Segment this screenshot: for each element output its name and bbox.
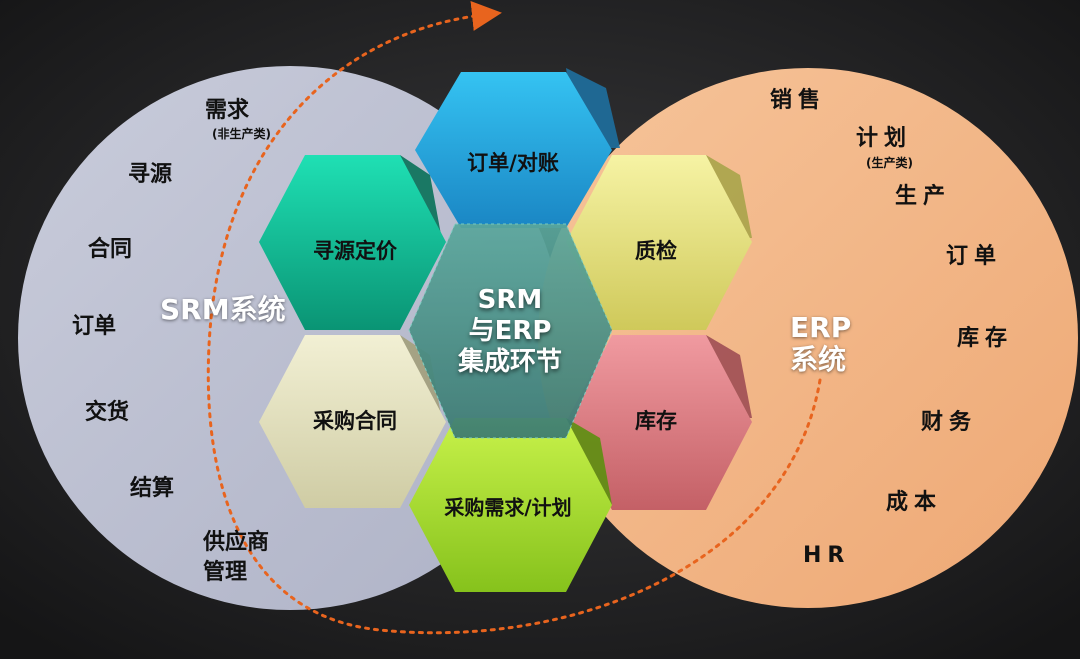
hexagon-group (259, 68, 752, 592)
hex-label-quality-check: 质检 (635, 239, 677, 263)
srm-item-delivery: 交货 (85, 400, 130, 425)
erp-item-cost: 成本 (886, 490, 943, 515)
erp-item-production: 生产 (895, 184, 952, 209)
hex-label-purchase-contract: 采购合同 (313, 409, 397, 433)
srm-item-order: 订单 (72, 314, 117, 339)
srm-item-contract: 合同 (88, 237, 133, 262)
hex-purchase-plan (409, 418, 612, 592)
erp-title-line2: 系统 (790, 343, 847, 377)
srm-title: SRM系统 (160, 293, 286, 326)
srm-item-demand-note: (非生产类) (212, 127, 271, 141)
srm-item-sourcing: 寻源 (128, 162, 173, 187)
hex-quality-check (566, 155, 752, 330)
erp-item-planning-note: (生产类) (866, 156, 913, 170)
erp-item-inventory: 库存 (957, 326, 1014, 351)
erp-item-finance: 财务 (921, 410, 978, 435)
hex-order-reconcile (415, 72, 612, 228)
hex-label-inventory: 库存 (635, 409, 677, 433)
srm-item-demand: 需求 (205, 98, 250, 123)
orbit-arrow (206, 1, 822, 635)
srm-item-settlement: 结算 (130, 476, 175, 501)
srm-item-supplier: 供应商 (203, 530, 270, 555)
hex-inventory (566, 335, 752, 510)
core-label-line3: 集成环节 (457, 347, 563, 378)
erp-title-line1: ERP (790, 311, 852, 344)
hex-sourcing-pricing (259, 155, 446, 330)
hex-label-order-reconcile: 订单/对账 (467, 151, 559, 175)
hex-core (408, 223, 613, 439)
erp-item-planning: 计划 (856, 126, 913, 151)
core-label-line2: 与ERP (468, 316, 552, 347)
core-label-line1: SRM (477, 285, 543, 316)
erp-title: ERP 系统 (790, 311, 852, 377)
core-label: SRM 与ERP 集成环节 (458, 285, 562, 379)
erp-item-sales: 销售 (770, 88, 827, 113)
hex-purchase-contract (259, 335, 446, 508)
hex-label-sourcing-pricing: 寻源定价 (313, 239, 397, 263)
erp-item-order: 订单 (946, 244, 1003, 269)
erp-item-hr: HR (803, 543, 851, 568)
hex-label-purchase-plan: 采购需求/计划 (444, 495, 572, 520)
srm-item-management: 管理 (203, 560, 248, 585)
